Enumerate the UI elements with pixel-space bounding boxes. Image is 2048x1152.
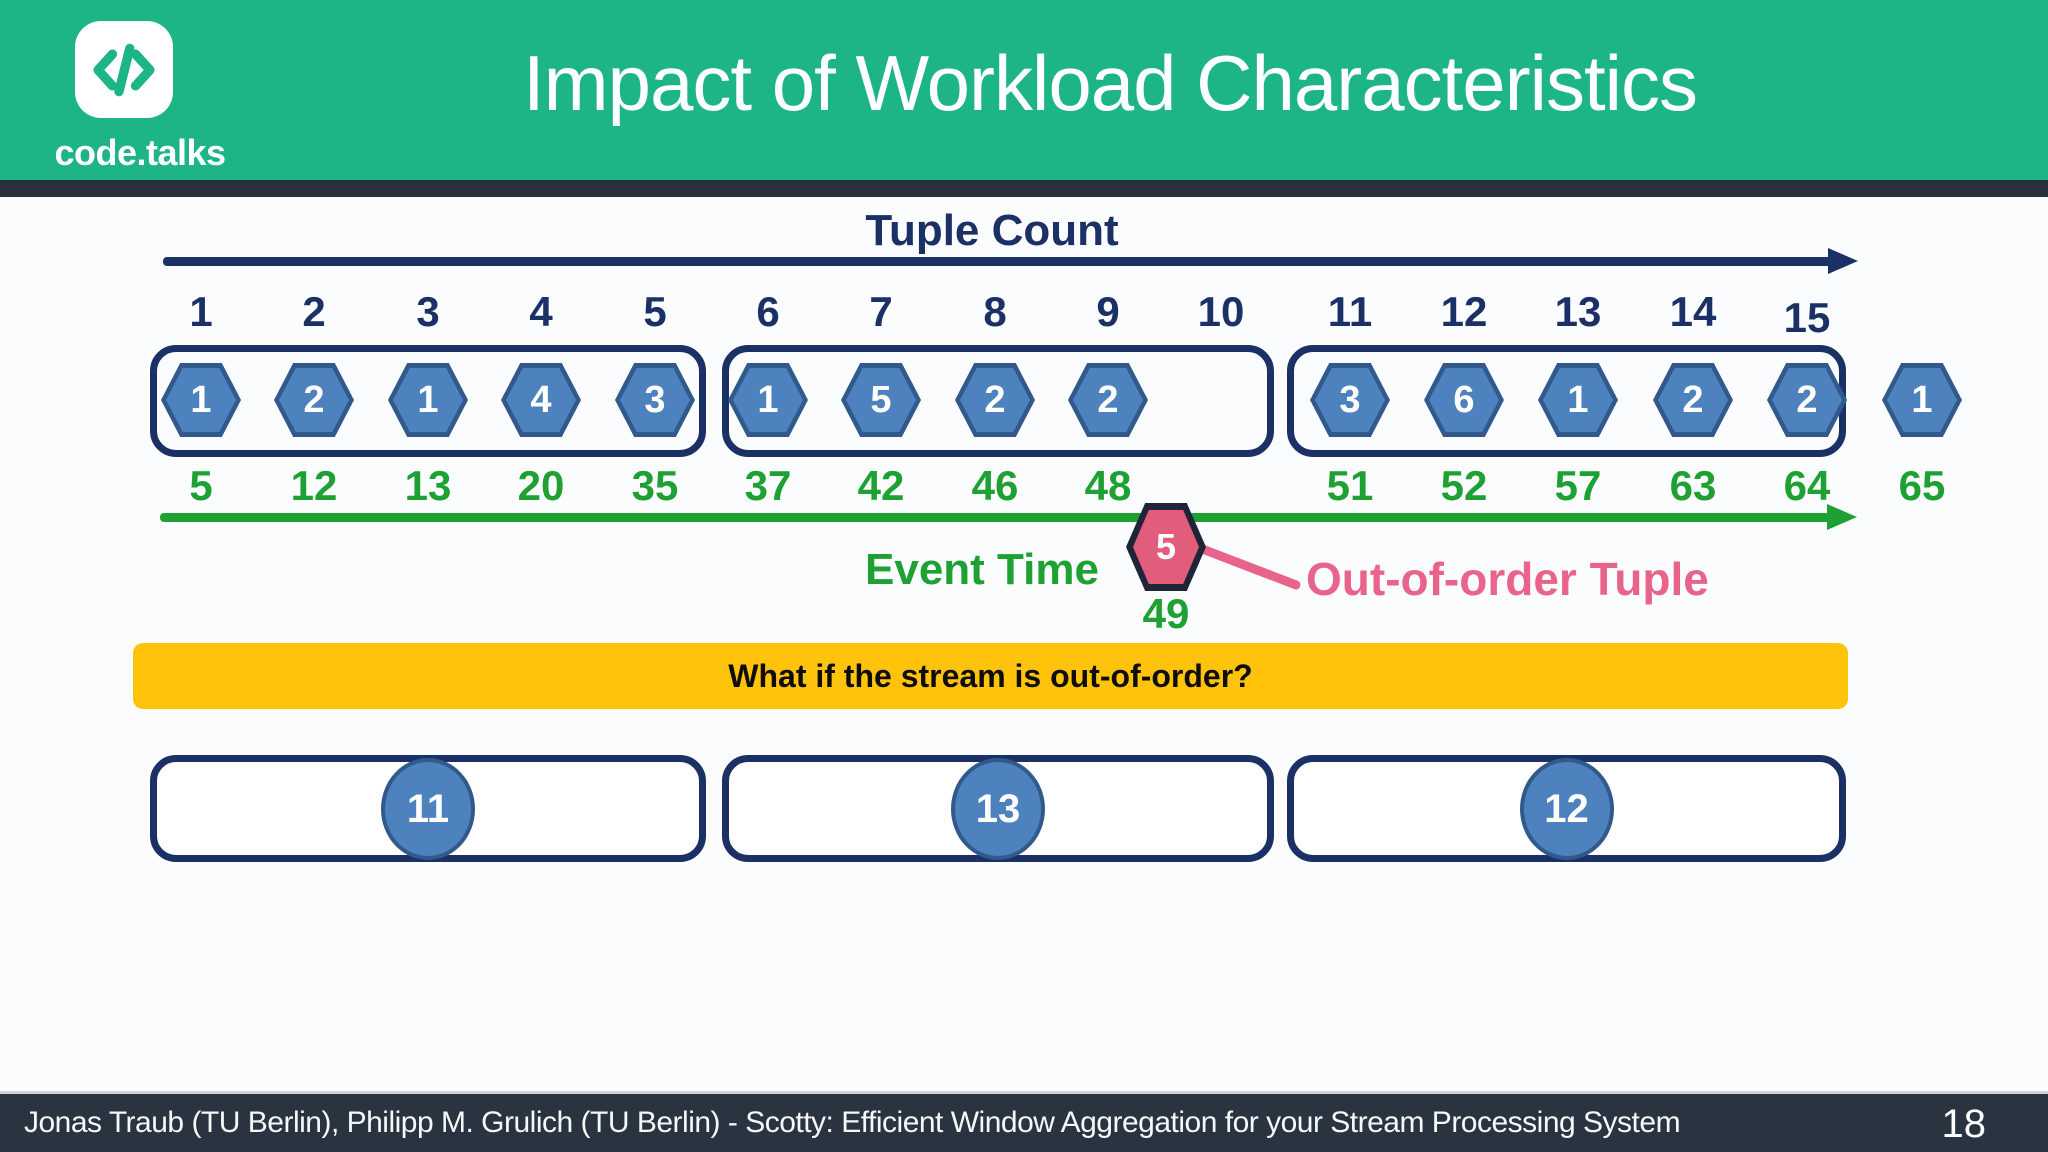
tuple-count-tick: 12 [1440, 288, 1488, 335]
tuple-count-tick: 5 [643, 288, 667, 335]
tuple-value: 6 [1429, 368, 1499, 432]
tuple-hexagon: 6 [1424, 363, 1504, 437]
tuple-hexagon: 1 [388, 363, 468, 437]
tuple-count-tick: 7 [869, 288, 893, 335]
aggregate-value-circle: 12 [1519, 758, 1614, 860]
tuple-count-tick: 14 [1669, 288, 1717, 335]
tuple-value: 2 [1658, 368, 1728, 432]
tuple-value: 1 [1887, 368, 1957, 432]
tuple-value: 3 [620, 368, 690, 432]
event-time-value: 5 [189, 462, 213, 509]
event-time-value: 51 [1326, 462, 1374, 509]
event-time-arrow-icon [1827, 504, 1857, 530]
stream-window [150, 345, 706, 457]
out-of-order-annotation: Out-of-order Tuple [1306, 553, 1709, 605]
header-divider [0, 180, 2048, 197]
tuple-count-tick: 2 [302, 288, 326, 335]
header-bar: code.talks Impact of Workload Characteri… [0, 0, 2048, 180]
event-time-value: 52 [1440, 462, 1488, 509]
tuple-value: 5 [846, 368, 916, 432]
tuple-hexagon: 2 [274, 363, 354, 437]
tuple-hexagon: 4 [501, 363, 581, 437]
tuple-hexagon: 1 [161, 363, 241, 437]
event-time-value: 20 [517, 462, 565, 509]
aggregate-value-circle: 13 [951, 758, 1045, 860]
tuple-value: 3 [1315, 368, 1385, 432]
tuple-count-tick: 1 [189, 288, 213, 335]
tuple-hexagon: 5 [841, 363, 921, 437]
tuple-count-tick: 3 [416, 288, 440, 335]
logo-text: code.talks [54, 132, 226, 173]
out-of-order-tuple-value: 5 [1133, 510, 1199, 584]
tuple-value: 2 [1772, 368, 1842, 432]
event-time-value: 64 [1783, 462, 1831, 509]
tuple-value: 2 [279, 368, 349, 432]
tuple-count-tick: 4 [529, 288, 553, 335]
event-time-value: 65 [1898, 462, 1946, 509]
event-time-value: 42 [857, 462, 905, 509]
tuple-count-tick: 9 [1096, 288, 1120, 335]
tuple-value: 2 [960, 368, 1030, 432]
tuple-hexagon: 2 [1068, 363, 1148, 437]
footer-credits: Jonas Traub (TU Berlin), Philipp M. Grul… [24, 1106, 1681, 1139]
event-time-value: 57 [1554, 462, 1602, 509]
tuple-hexagon: 1 [1882, 363, 1962, 437]
tuple-count-tick: 10 [1197, 288, 1245, 335]
aggregate-window: 13 [722, 755, 1274, 862]
event-time-value: 13 [404, 462, 452, 509]
tuple-count-tick: 6 [756, 288, 780, 335]
tuple-count-tick: 15 [1783, 294, 1831, 341]
tuple-value: 1 [1543, 368, 1613, 432]
tuple-hexagon: 3 [615, 363, 695, 437]
tuple-hexagon: 2 [1653, 363, 1733, 437]
tuple-hexagon: 1 [1538, 363, 1618, 437]
tuple-count-arrow-icon [1828, 248, 1858, 274]
page-number: 18 [1941, 1102, 1987, 1146]
event-time-value: 63 [1669, 462, 1717, 509]
aggregate-value-circle: 11 [381, 758, 475, 860]
tuple-value: 1 [393, 368, 463, 432]
tuple-value: 1 [166, 368, 236, 432]
tuple-hexagon: 1 [728, 363, 808, 437]
event-time-axis-line [160, 513, 1830, 522]
tuple-hexagon: 2 [955, 363, 1035, 437]
page-title: Impact of Workload Characteristics [523, 39, 1698, 127]
callout-line [1199, 544, 1302, 591]
tuple-count-tick: 13 [1554, 288, 1602, 335]
tuple-count-tick: 11 [1327, 288, 1373, 335]
event-time-axis-label: Event Time [865, 545, 1099, 594]
tuple-hexagon: 2 [1767, 363, 1847, 437]
out-of-order-tuple-hexagon: 5 [1126, 503, 1206, 591]
aggregate-window: 11 [150, 755, 706, 862]
event-time-value: 37 [744, 462, 792, 509]
stream-window [722, 345, 1274, 457]
question-banner: What if the stream is out-of-order? [133, 643, 1848, 709]
event-time-value: 12 [290, 462, 338, 509]
event-time-value: 48 [1084, 462, 1132, 509]
tuple-value: 1 [733, 368, 803, 432]
tuple-count-axis-label: Tuple Count [865, 206, 1119, 255]
out-of-order-event-time: 49 [1142, 590, 1190, 637]
tuple-value: 4 [506, 368, 576, 432]
footer-bar: Jonas Traub (TU Berlin), Philipp M. Grul… [0, 1091, 2048, 1152]
tuple-value: 2 [1073, 368, 1143, 432]
code-icon [75, 21, 173, 118]
tuple-hexagon: 3 [1310, 363, 1390, 437]
tuple-count-tick: 8 [983, 288, 1007, 335]
code-icon-svg [93, 43, 155, 96]
event-time-value: 46 [971, 462, 1019, 509]
tuple-count-axis-line [163, 257, 1831, 266]
aggregate-window: 12 [1287, 755, 1846, 862]
event-time-value: 35 [631, 462, 679, 509]
